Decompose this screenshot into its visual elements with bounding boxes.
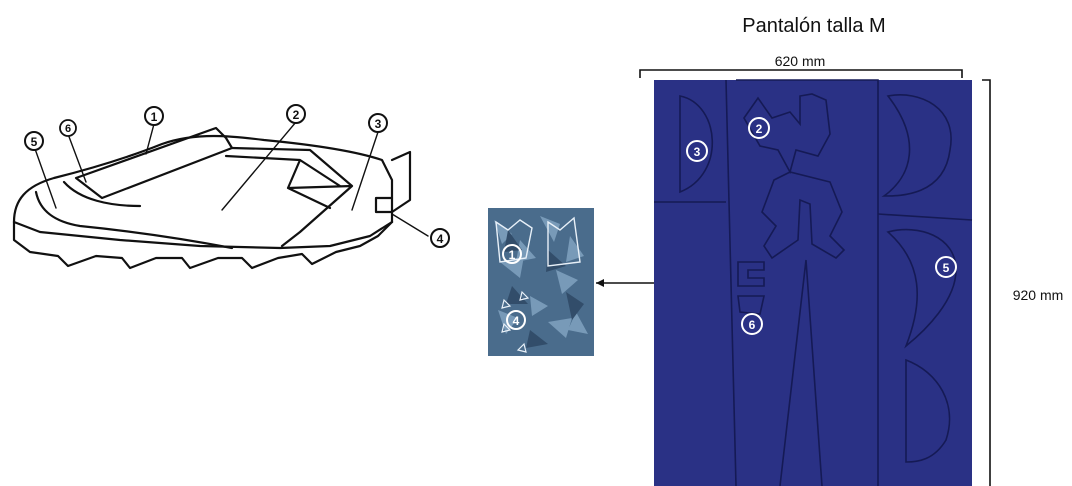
shoe-marker-2: 2: [286, 104, 306, 124]
shoe-marker-4: 4: [430, 228, 450, 248]
width-dimension: [639, 69, 963, 78]
svg-text:4: 4: [437, 232, 444, 246]
svg-text:3: 3: [694, 145, 701, 159]
svg-text:2: 2: [756, 122, 763, 136]
pants-piece-3: [679, 95, 714, 194]
svg-text:2: 2: [293, 108, 300, 122]
shoe-upper: [12, 134, 394, 224]
svg-text:3: 3: [375, 117, 382, 131]
height-dimension-label: 920 mm: [1013, 287, 1064, 303]
arrow-to-swatch: [596, 279, 654, 287]
pants-marker-5: 5: [935, 256, 957, 278]
shoe-markers: 1 2 3 4 5 6: [24, 104, 450, 248]
pants-title: Pantalón talla M: [742, 15, 885, 37]
shoe-strap: [74, 126, 234, 200]
shoe-marker-3: 3: [368, 113, 388, 133]
pants-piece-5: [881, 94, 957, 463]
width-dimension-label: 620 mm: [775, 53, 826, 69]
shoe-outsole: [12, 220, 394, 270]
shoe-marker-5: 5: [24, 131, 44, 151]
pants-marker-2: 2: [748, 117, 770, 139]
swatch-cut-small: [501, 290, 530, 353]
shoe-leader-lines: [33, 121, 429, 237]
swatch-cut-right: [547, 216, 581, 267]
fabric-marker-4: 4: [506, 310, 526, 330]
shoe-marker-1: 1: [144, 106, 164, 126]
pants-pattern: 3 2 6 5: [654, 79, 973, 486]
swatch-cut-left: [495, 219, 533, 263]
svg-text:6: 6: [65, 123, 71, 135]
pants-marker-6: 6: [741, 313, 763, 335]
pants-legs: [736, 79, 879, 486]
pants-marker-3: 3: [686, 140, 708, 162]
svg-text:6: 6: [749, 318, 756, 332]
pants-crotch: [761, 171, 846, 260]
svg-text:1: 1: [509, 248, 516, 262]
pants-right-divider: [877, 213, 973, 221]
pants-fabric: [654, 80, 972, 486]
pants-left-strip: [654, 79, 737, 486]
pants-small-pieces: [737, 261, 765, 315]
shoe-toe-overlay: [34, 190, 234, 250]
svg-text:1: 1: [151, 110, 158, 124]
svg-text:4: 4: [513, 314, 520, 328]
shoe-drawing: [12, 121, 429, 270]
shoe-panel-lines: [62, 146, 354, 248]
shoe-heel-tab: [374, 150, 412, 214]
svg-text:5: 5: [31, 135, 38, 149]
fabric-swatch: 1 4: [488, 208, 594, 356]
fabric-marker-1: 1: [502, 244, 522, 264]
pants-piece-2: [743, 93, 831, 175]
height-dimension: [982, 79, 991, 486]
shoe-marker-6: 6: [59, 119, 77, 137]
shoe-midsole: [12, 220, 394, 250]
svg-text:5: 5: [943, 261, 950, 275]
